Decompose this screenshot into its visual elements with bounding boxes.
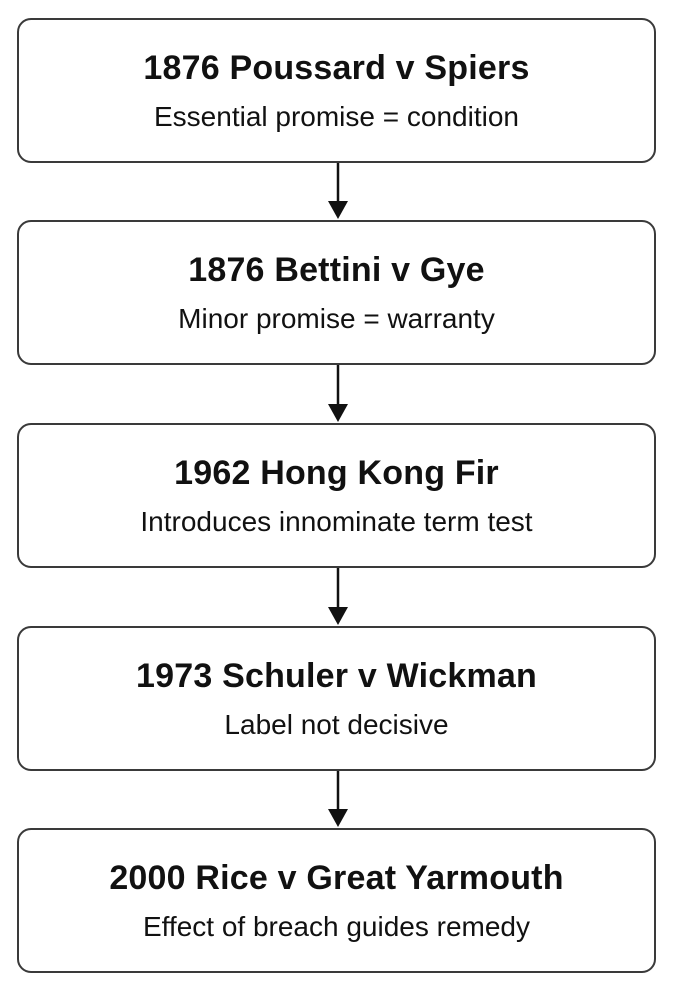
- step-description: Minor promise = warranty: [178, 302, 495, 334]
- step-card-rice-v-great-yarmouth: 2000 Rice v Great Yarmouth Effect of bre…: [17, 828, 656, 973]
- down-arrow-icon: [328, 163, 348, 219]
- down-arrow-icon: [328, 568, 348, 625]
- step-title: 2000 Rice v Great Yarmouth: [109, 858, 564, 897]
- step-card-schuler-v-wickman: 1973 Schuler v Wickman Label not decisiv…: [17, 626, 656, 771]
- step-description: Introduces innominate term test: [140, 505, 533, 537]
- step-description: Essential promise = condition: [154, 100, 519, 132]
- step-card-poussard-v-spiers: 1876 Poussard v Spiers Essential promise…: [17, 18, 656, 163]
- down-arrow-icon: [328, 771, 348, 827]
- step-card-hong-kong-fir: 1962 Hong Kong Fir Introduces innominate…: [17, 423, 656, 568]
- step-title: 1876 Poussard v Spiers: [143, 48, 530, 87]
- step-title: 1962 Hong Kong Fir: [174, 453, 499, 492]
- step-description: Label not decisive: [224, 708, 449, 740]
- step-description: Effect of breach guides remedy: [142, 910, 531, 942]
- step-card-bettini-v-gye: 1876 Bettini v Gye Minor promise = warra…: [17, 220, 656, 365]
- step-title: 1973 Schuler v Wickman: [136, 656, 537, 695]
- step-title: 1876 Bettini v Gye: [188, 250, 485, 289]
- down-arrow-icon: [328, 365, 348, 422]
